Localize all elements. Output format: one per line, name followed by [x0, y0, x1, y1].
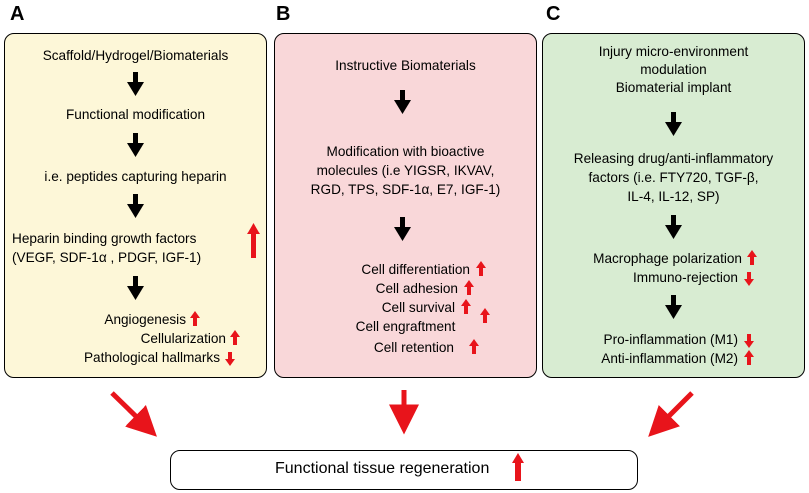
panel-a-line-heparin-binding: Heparin binding growth factors [12, 231, 197, 246]
panel-c-line-injury: Injury micro-environment [598, 44, 749, 59]
panel-a-line-functional-modification: Functional modification [65, 107, 206, 122]
red-arrow-a-to-final [110, 391, 157, 437]
panel-b-line-adhesion: Cell adhesion [375, 281, 458, 296]
red-arrow-c-to-final [648, 391, 694, 437]
panel-c-line-interleukins: IL-4, IL-12, SP) [627, 189, 720, 204]
panel-a-letter: A [10, 3, 25, 25]
panel-c-line-pro-inflammation: Pro-inflammation (M1) [603, 332, 738, 347]
panel-a-line-scaffold: Scaffold/Hydrogel/Biomaterials [42, 48, 229, 63]
panel-b-line-engraftment: Cell engraftment [355, 319, 456, 334]
panel-b-line-molecules: molecules (i.e YIGSR, IKVAV, [316, 163, 495, 178]
panel-b-line-retention: Cell retention [373, 340, 454, 355]
panel-a-line-cellularization: Cellularization [140, 331, 226, 346]
panel-a-line-pathological: Pathological hallmarks [83, 350, 220, 365]
panel-b-line-differentiation: Cell differentiation [361, 262, 470, 277]
panel-a-line-peptides: i.e. peptides capturing heparin [44, 169, 227, 184]
panel-c-line-anti-inflammation: Anti-inflammation (M2) [601, 351, 738, 366]
panel-b-line-instructive: Instructive Biomaterials [335, 58, 476, 73]
panel-c-line-immuno-rejection: Immuno-rejection [632, 270, 738, 285]
panel-a-line-angiogenesis: Angiogenesis [104, 312, 186, 327]
final-outcome-box [170, 450, 638, 490]
panel-c-line-implant: Biomaterial implant [615, 80, 732, 95]
panel-c-box [542, 33, 805, 378]
panel-b-line-modification: Modification with bioactive [326, 144, 485, 159]
panel-c-letter: C [546, 3, 561, 25]
panel-c-line-factors: factors (i.e. FTY720, TGF-β, [588, 170, 759, 185]
panel-b-letter: B [276, 3, 291, 25]
final-outcome-label: Functional tissue regeneration [275, 460, 490, 477]
panel-b-box [274, 33, 537, 378]
panel-b-line-rgd: RGD, TPS, SDF-1α, E7, IGF-1) [310, 182, 501, 197]
panel-c-line-releasing: Releasing drug/anti-inflammatory [573, 151, 774, 166]
panel-b-line-survival: Cell survival [381, 300, 455, 315]
panel-a-line-growth-factors: (VEGF, SDF-1α , PDGF, IGF-1) [12, 250, 202, 265]
panel-c-line-macrophage: Macrophage polarization [593, 251, 742, 266]
panel-c-line-modulation: modulation [640, 62, 707, 77]
